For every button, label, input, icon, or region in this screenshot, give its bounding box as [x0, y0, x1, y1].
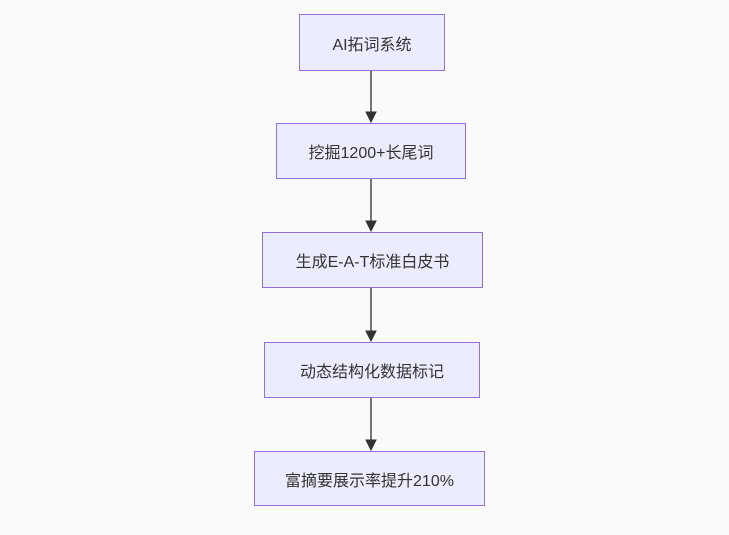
flow-node-label: 生成E-A-T标准白皮书	[295, 254, 450, 271]
flow-node-rich-snippet-uplift: 富摘要展示率提升210%	[254, 451, 485, 506]
flow-node-ai-keyword-system: AI拓词系统	[299, 14, 445, 71]
flow-node-longtail-mining: 挖掘1200+长尾词	[276, 123, 466, 179]
arrow-node1-node2	[365, 179, 377, 233]
arrow-node0-node1	[365, 71, 377, 124]
arrow-node2-node3	[365, 288, 377, 343]
flow-node-label: AI拓词系统	[332, 36, 412, 54]
flow-node-eat-whitepaper: 生成E-A-T标准白皮书	[262, 232, 483, 288]
flow-node-label: 挖掘1200+长尾词	[308, 145, 434, 162]
flow-node-label: 富摘要展示率提升210%	[285, 472, 454, 490]
flow-node-label: 动态结构化数据标记	[299, 364, 444, 381]
arrow-node3-node4	[365, 398, 377, 452]
flow-node-structured-data-markup: 动态结构化数据标记	[264, 342, 480, 398]
